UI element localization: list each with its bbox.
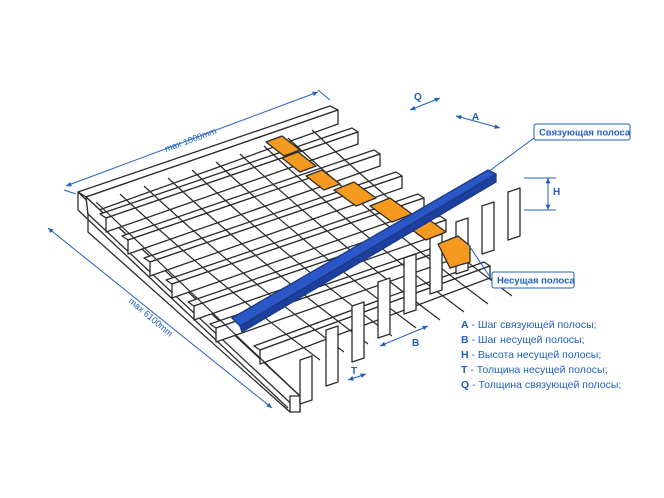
b-dimension-line [379, 325, 429, 347]
width-dimension-line [65, 91, 319, 187]
svg-text:Связующая полоса: Связующая полоса [539, 128, 631, 139]
legend-item: T - Толщина несущей полосы; [461, 364, 608, 376]
t-label: T [351, 366, 357, 377]
a-label: A [472, 112, 479, 123]
legend-item: A - Шаг связующей полосы; [461, 319, 597, 331]
length-dimension-line [47, 227, 273, 409]
dimension-lines [47, 89, 556, 409]
a-dimension-line [455, 115, 501, 129]
legend: A - Шаг связующей полосы; B - Шаг несуще… [461, 319, 621, 391]
legend-item: Q - Толщина связующей полосы; [461, 379, 621, 391]
t-dimension-line [347, 373, 367, 381]
legend-item: B - Шаг несущей полосы; [461, 334, 585, 346]
support-legs [299, 187, 521, 405]
q-label: Q [414, 92, 422, 103]
cross-bar-highlight [231, 169, 497, 333]
q-dimension-line [409, 97, 441, 111]
cross-bar-callout: Связующая полоса [533, 123, 631, 141]
b-label: B [412, 338, 419, 349]
legend-item: H - Высота несущей полосы; [461, 349, 601, 361]
svg-text:Несущая полоса: Несущая полоса [497, 276, 575, 287]
bearing-bar-callout: Несущая полоса [491, 271, 575, 289]
cross-bar-leader [487, 137, 535, 173]
h-label: H [553, 187, 560, 198]
grating-structure [77, 105, 521, 413]
frame-end-face [289, 395, 301, 413]
bearing-bar-leader [467, 243, 493, 281]
